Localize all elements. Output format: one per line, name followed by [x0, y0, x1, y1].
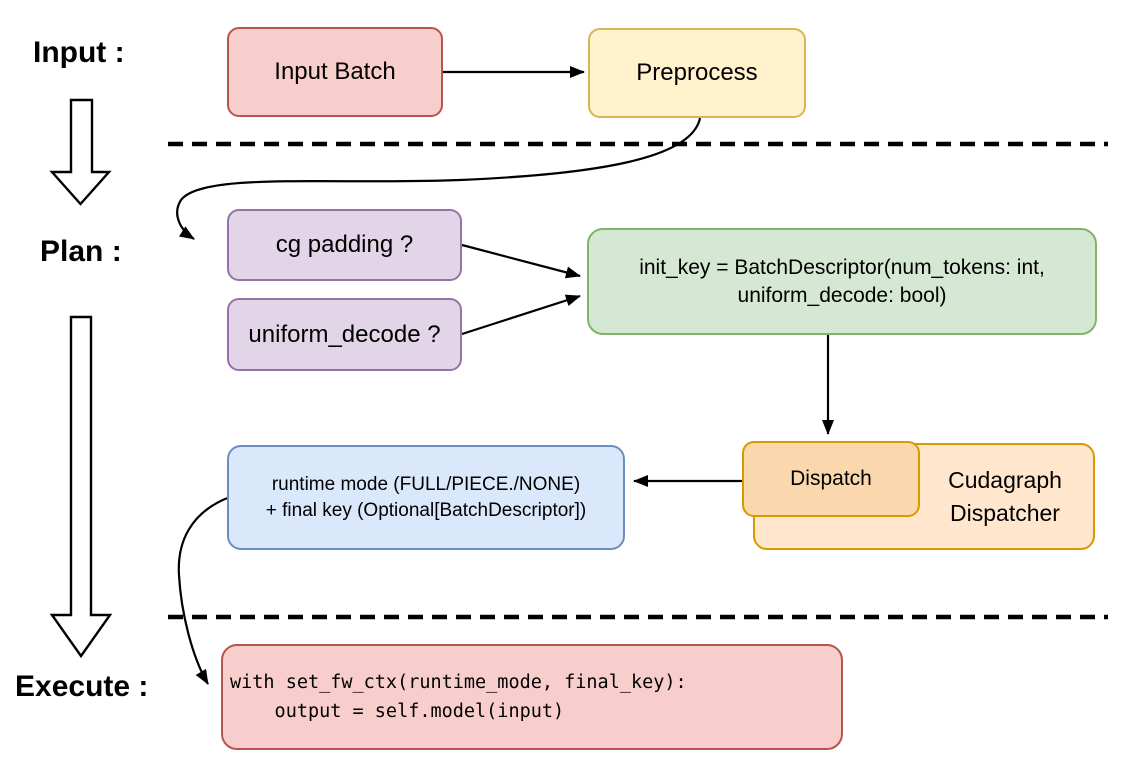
dispatch-node: Dispatch: [742, 441, 920, 517]
uniform-decode-node: uniform_decode ?: [227, 298, 462, 371]
init-key-node: init_key = BatchDescriptor(num_tokens: i…: [587, 228, 1097, 335]
arrow-cg-padding-to-init-key: [461, 243, 581, 279]
curve-preprocess-to-plan: [176, 117, 702, 240]
uniform-decode-label: uniform_decode ?: [248, 320, 441, 348]
curve-runtime-mode-to-execute-code: [177, 495, 231, 685]
cudagraph-dispatcher-line2: Dispatcher: [950, 499, 1060, 526]
init-key-line2: uniform_decode: bool): [737, 283, 947, 307]
input-flow-down-arrow: [49, 98, 112, 206]
plan-to-execute-flow-down-arrow: [49, 315, 113, 659]
plan-stage-label: Plan :: [40, 235, 122, 268]
preprocess-label: Preprocess: [636, 59, 758, 87]
input-stage-label: Input :: [33, 36, 125, 69]
cudagraph-dispatcher-line1: Cudagraph: [948, 467, 1062, 494]
execute-stage-label: Execute :: [15, 670, 149, 703]
runtime-mode-line2: + final key (Optional[BatchDescriptor]): [265, 499, 587, 521]
cudagraph-dispatcher-label: Cudagraph Dispatcher: [919, 445, 1091, 548]
execute-code-line1: with set_fw_ctx(runtime_mode, final_key)…: [230, 672, 687, 693]
runtime-mode-node: runtime mode (FULL/PIECE./NONE) + final …: [227, 445, 625, 550]
input-batch-node: Input Batch: [227, 27, 443, 117]
input-batch-label: Input Batch: [274, 58, 396, 86]
execute-code-line2: output = self.model(input): [230, 701, 565, 722]
preprocess-node: Preprocess: [588, 28, 806, 118]
runtime-mode-line1: runtime mode (FULL/PIECE./NONE): [271, 474, 581, 496]
arrow-uniform-decode-to-init-key: [461, 294, 581, 336]
dispatch-label: Dispatch: [790, 467, 872, 491]
cg-padding-label: cg padding ?: [275, 231, 414, 259]
cg-padding-node: cg padding ?: [227, 209, 462, 281]
init-key-line1: init_key = BatchDescriptor(num_tokens: i…: [639, 255, 1045, 279]
execute-code-node: with set_fw_ctx(runtime_mode, final_key)…: [221, 644, 843, 750]
